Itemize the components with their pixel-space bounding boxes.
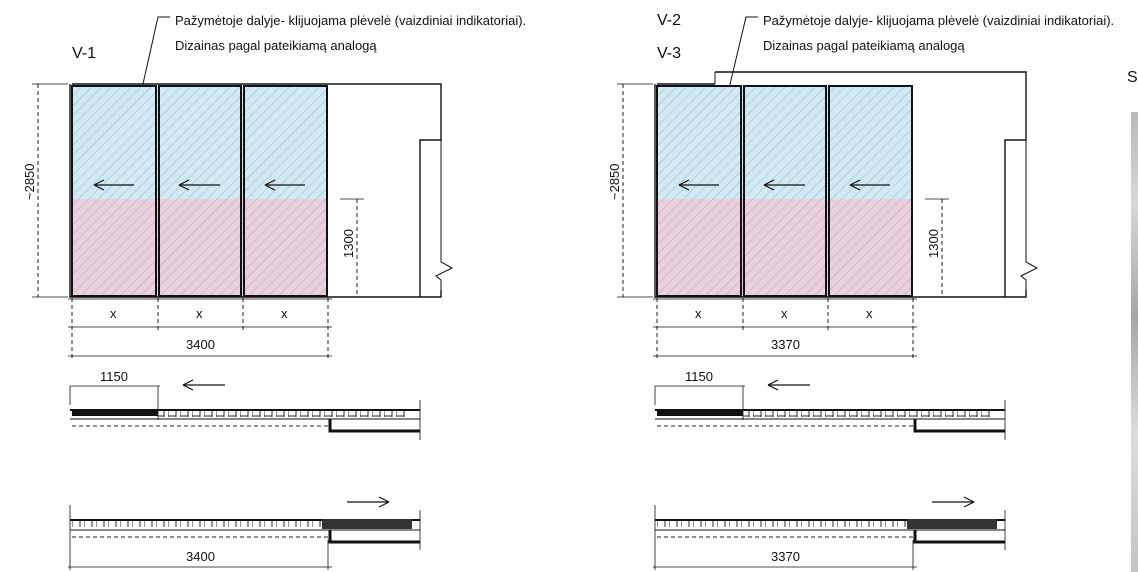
view-label: V-2 <box>657 12 681 29</box>
slide-offset-dimension: 1150 <box>100 369 128 384</box>
view-label: V-3 <box>657 45 681 62</box>
view-label: V-1 <box>72 45 96 62</box>
panel-width-dimension: x <box>196 306 203 321</box>
reference-photo <box>1131 112 1138 572</box>
door-panel <box>158 85 242 297</box>
panel-width-dimension: x <box>866 306 873 321</box>
door-panel <box>656 85 742 297</box>
view-v2-v3: V-2 V-3 Pažymėtoje dalyje- klijuojama pl… <box>607 12 1114 570</box>
bottom-width-dimension: 3370 <box>771 549 800 564</box>
view-v1: V-1 Pažymėtoje dalyje- klijuojama plėvel… <box>22 13 526 570</box>
panel-width-dimension: x <box>110 306 117 321</box>
note-line-2: Dizainas pagal pateikiamą analogą <box>175 38 377 53</box>
panel-width-dimension: x <box>281 306 288 321</box>
height-dimension: ~2850 <box>607 163 622 200</box>
note-line-1: Pažymėtoje dalyje- klijuojama plėvelė (v… <box>175 13 526 28</box>
door-panel <box>243 85 328 297</box>
slide-offset-dimension: 1150 <box>685 369 713 384</box>
total-width-dimension: 3400 <box>186 337 215 352</box>
film-height-dimension: 1300 <box>926 229 941 258</box>
panel-width-dimension: x <box>781 306 788 321</box>
total-width-dimension: 3370 <box>771 337 800 352</box>
door-panel <box>828 85 913 297</box>
note-line-2: Dizainas pagal pateikiamą analogą <box>763 38 965 53</box>
panel-width-dimension: x <box>695 306 702 321</box>
door-panel <box>71 85 157 297</box>
door-panel <box>743 85 827 297</box>
height-dimension: ~2850 <box>22 163 37 200</box>
bottom-width-dimension: 3400 <box>186 549 215 564</box>
note-line-1: Pažymėtoje dalyje- klijuojama plėvelė (v… <box>763 13 1114 28</box>
film-height-dimension: 1300 <box>341 229 356 258</box>
corner-label: S <box>1127 69 1138 86</box>
